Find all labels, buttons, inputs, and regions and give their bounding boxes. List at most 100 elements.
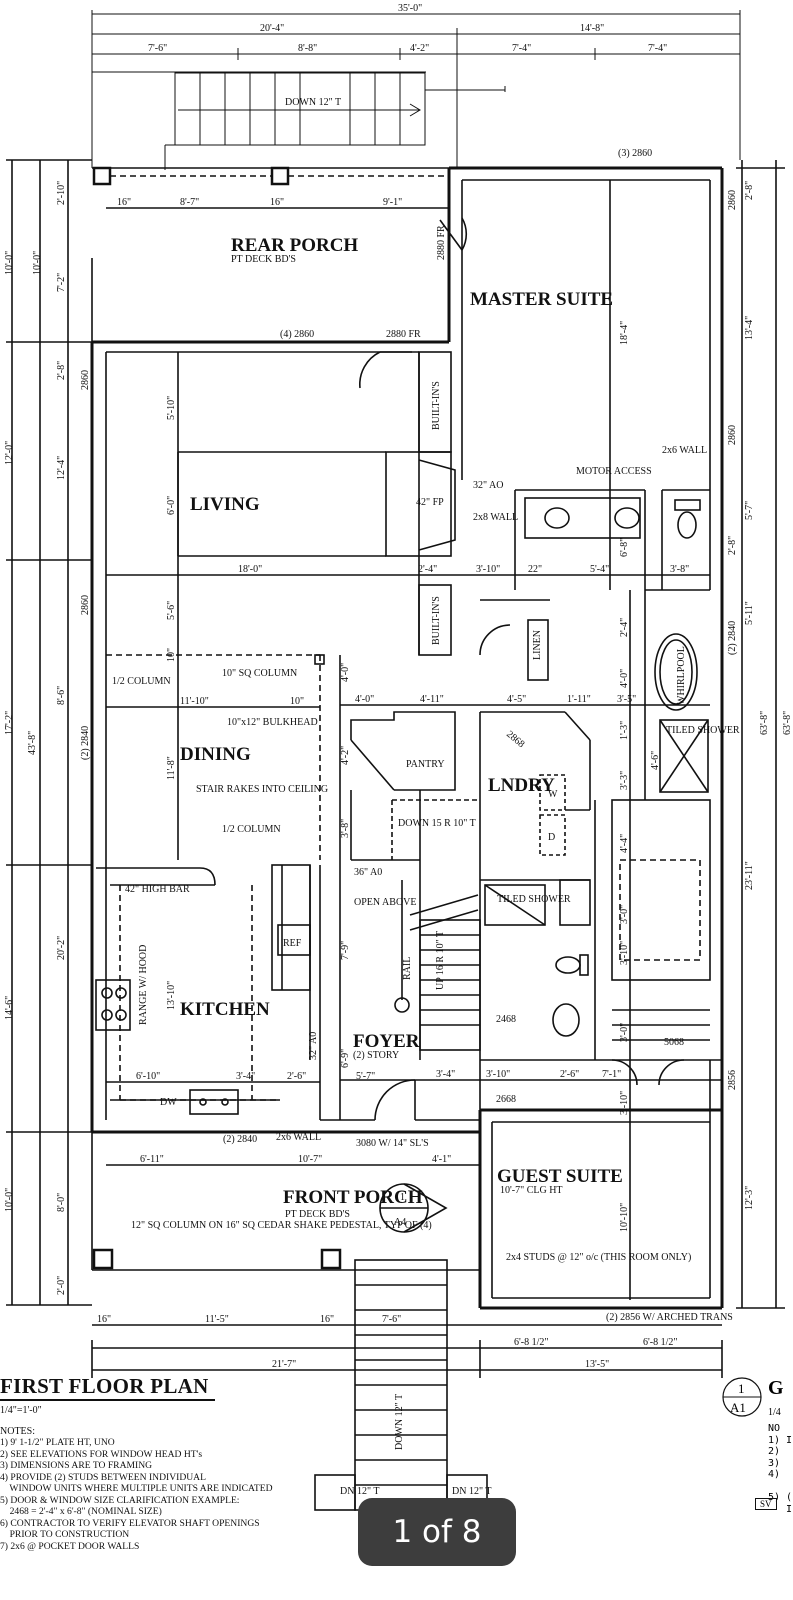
dimension: 4'-4" <box>619 834 630 853</box>
annotation: 2856 <box>727 1070 738 1090</box>
section-marker-number: 1 <box>400 1192 405 1203</box>
dimension: 10" <box>166 648 177 662</box>
fixture-label: TILED SHOWER <box>497 894 571 905</box>
annotation: STAIR RAKES INTO CEILING <box>196 784 328 795</box>
annotation: (2) 2856 W/ ARCHED TRANS <box>606 1312 733 1323</box>
dimension: 18'-4" <box>619 321 630 345</box>
dimension: 23'-11" <box>744 861 755 890</box>
dimension: 3'-0" <box>619 905 630 924</box>
annotation: 36" A0 <box>354 867 382 878</box>
annotation: 2x6 WALL <box>662 445 707 456</box>
annotation: RAIL <box>402 957 413 980</box>
dimension: 5'-7" <box>356 1071 375 1082</box>
dimension: 3'-4" <box>236 1071 255 1082</box>
dimension: 3'-10" <box>476 564 500 575</box>
room-sublabel: (2) STORY <box>353 1050 399 1061</box>
note-2: 2) SEE ELEVATIONS FOR WINDOW HEAD HT's <box>0 1448 203 1460</box>
dimension: 6'-9" <box>340 1049 351 1068</box>
annotation: MOTOR ACCESS <box>576 466 652 477</box>
dimension: 4'-0" <box>355 694 374 705</box>
drawing-title: FIRST FLOOR PLAN <box>0 1374 215 1401</box>
sv-badge: SV <box>755 1498 777 1510</box>
note-5-cont: 2468 = 2'-4" x 6'-8" (NOMINAL SIZE) <box>0 1506 162 1517</box>
dimension: 6'-10" <box>136 1071 160 1082</box>
circle-number: 1 <box>738 1381 745 1396</box>
annotation: 3080 W/ 14" SL'S <box>356 1138 429 1149</box>
annotation: DOWN 15 R 10" T <box>398 818 476 829</box>
dimension: 35'-0" <box>398 3 422 14</box>
annotation: 42" HIGH BAR <box>125 884 190 895</box>
dimension: 6'-8 1/2" <box>514 1337 549 1348</box>
page-counter[interactable]: 1 of 8 <box>358 1498 516 1566</box>
room-sublabel: 10'-7" CLG HT <box>500 1185 563 1196</box>
annotation: 2x8 WALL <box>473 512 518 523</box>
annotation: 10"x12" BULKHEAD <box>227 717 318 728</box>
dimension: 3'-5" <box>617 694 636 705</box>
dimension: 16" <box>320 1314 334 1325</box>
dimension: 13'-10" <box>166 981 177 1010</box>
note-3: 3) DIMENSIONS ARE TO FRAMING <box>0 1460 153 1471</box>
room-sublabel: PT DECK BD'S <box>231 254 296 265</box>
dimension: 1'-3" <box>619 721 630 740</box>
room-label: PANTRY <box>406 759 445 770</box>
dimension: 12'-3" <box>744 1186 755 1210</box>
dimension: 5'-6" <box>166 601 177 620</box>
room-label: MASTER SUITE <box>470 289 613 310</box>
section-circle-icon: 1 A1 <box>722 1377 762 1417</box>
note-1: 1) 9' 1-1/2" PLATE HT, UNO <box>0 1437 115 1448</box>
appliance-label: W <box>548 789 558 800</box>
annotation: 2880 FR <box>386 329 421 340</box>
dimension: 10'-7" <box>298 1154 322 1165</box>
dimension: 63'-8" <box>782 711 793 735</box>
note-4-cont: WINDOW UNITS WHERE MULTIPLE UNITS ARE IN… <box>0 1483 273 1494</box>
dimension: 16" <box>270 197 284 208</box>
dimension: 7'-4" <box>512 43 531 54</box>
annotation: 42" FP <box>416 497 444 508</box>
annotation: 2468 <box>496 1014 516 1025</box>
dimension: 14'-6" <box>4 996 15 1020</box>
dimension: 13'-5" <box>585 1359 609 1370</box>
dimension: 4'-11" <box>420 694 444 705</box>
dimension: 2'-6" <box>287 1071 306 1082</box>
dimension: 3'-3" <box>619 771 630 790</box>
dimension: 10'-10" <box>619 1203 630 1232</box>
dimension: 5'-7" <box>744 501 755 520</box>
dimension: 18'-0" <box>238 564 262 575</box>
dimension: 5'-11" <box>744 601 755 625</box>
room-label: KITCHEN <box>180 999 270 1020</box>
dimension: 10'-0" <box>4 251 15 275</box>
dimension: 2'-6" <box>560 1069 579 1080</box>
annotation: DN 12" T <box>452 1486 491 1497</box>
dimension: 4'-0" <box>619 669 630 688</box>
dimension: 2'-4" <box>619 618 630 637</box>
room-label: REAR PORCH <box>231 235 358 256</box>
dimension: 3'-10" <box>486 1069 510 1080</box>
fixture-label: TILED SHOWER <box>666 725 740 736</box>
dimension: 14'-8" <box>580 23 604 34</box>
dimension: 2'-8" <box>744 181 755 200</box>
annotation: DOWN 12" T <box>285 97 341 108</box>
dimension: 11'-10" <box>180 696 209 707</box>
dimension: 43'-8" <box>27 731 38 755</box>
annotation: OPEN ABOVE <box>354 897 417 908</box>
annotation: DOWN 12" T <box>394 1394 405 1450</box>
adjacent-title-block: 1 A1 G 1/4 NO 1) I 2) 3) 4) 5) ( I <box>720 1375 792 1515</box>
fixture-label: RANGE W/ HOOD <box>138 945 149 1025</box>
annotation: 2668 <box>496 1094 516 1105</box>
room-label: LIVING <box>190 494 260 515</box>
dimension: 10'-0" <box>32 251 43 275</box>
dimension: 4'-5" <box>507 694 526 705</box>
dimension: 4'-6" <box>650 751 661 770</box>
fixture-label: WHIRLPOOL <box>676 646 687 705</box>
dimension: 3'-10" <box>619 941 630 965</box>
room-label: GUEST SUITE <box>497 1166 623 1187</box>
dimension: 6'-0" <box>166 496 177 515</box>
annotation: (4) 2860 <box>280 329 314 340</box>
dimension: 17'-2" <box>4 711 15 735</box>
dimension: 16" <box>117 197 131 208</box>
dimension: 8'-7" <box>180 197 199 208</box>
note-7: 7) 2x6 @ POCKET DOOR WALLS <box>0 1540 140 1552</box>
dimension: 9'-1" <box>383 197 402 208</box>
dimension: 5'-4" <box>590 564 609 575</box>
dimension: 11'-5" <box>205 1314 229 1325</box>
